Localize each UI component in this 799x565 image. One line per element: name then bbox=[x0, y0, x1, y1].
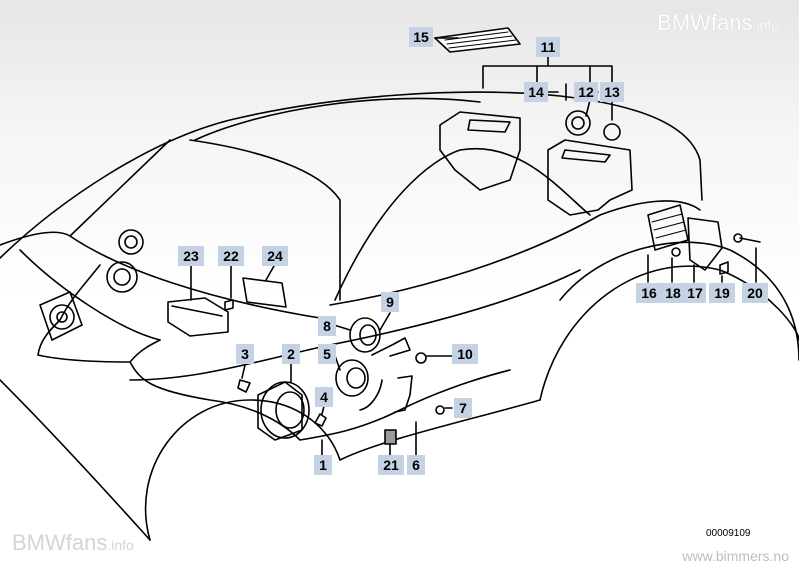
callout-11[interactable]: 11 bbox=[536, 37, 560, 57]
callout-19[interactable]: 19 bbox=[709, 283, 735, 303]
cover-plate bbox=[242, 277, 287, 308]
car-side-panel bbox=[129, 269, 581, 381]
speaker-box-left bbox=[439, 111, 521, 191]
site-url[interactable]: www.bimmers.no bbox=[682, 548, 789, 564]
callout-4[interactable]: 4 bbox=[315, 387, 333, 407]
callout-20[interactable]: 20 bbox=[742, 283, 768, 303]
car-rear-fender bbox=[559, 241, 799, 361]
car-roof-line bbox=[194, 97, 481, 141]
mounting-bracket bbox=[687, 217, 723, 271]
callout-18[interactable]: 18 bbox=[661, 283, 685, 303]
car-dash-line bbox=[19, 249, 161, 341]
watermark-top: BMWfans.info bbox=[657, 10, 779, 35]
diagram-number: 00009109 bbox=[706, 528, 751, 539]
callout-24[interactable]: 24 bbox=[262, 246, 288, 266]
car-lower-line bbox=[329, 200, 701, 306]
car-windshield-top bbox=[189, 139, 341, 301]
callout-14[interactable]: 14 bbox=[524, 82, 548, 102]
speaker-box-right bbox=[547, 139, 633, 216]
car-front-wheel-arch bbox=[144, 399, 541, 541]
car-a-pillar bbox=[69, 235, 321, 319]
callout-2[interactable]: 2 bbox=[282, 344, 300, 364]
callout-7[interactable]: 7 bbox=[454, 398, 472, 418]
callout-22[interactable]: 22 bbox=[218, 246, 244, 266]
callout-5[interactable]: 5 bbox=[318, 344, 336, 364]
front-tweeter-lower bbox=[106, 261, 138, 293]
amplifier-unit bbox=[167, 297, 229, 337]
callout-12[interactable]: 12 bbox=[574, 82, 598, 102]
wiring-harness bbox=[37, 264, 511, 441]
callout-8[interactable]: 8 bbox=[318, 316, 336, 336]
callout-6[interactable]: 6 bbox=[407, 455, 425, 475]
callout-13[interactable]: 13 bbox=[600, 82, 624, 102]
callout-10[interactable]: 10 bbox=[452, 344, 478, 364]
front-tweeter-upper bbox=[118, 229, 144, 255]
callout-9[interactable]: 9 bbox=[381, 292, 399, 312]
car-windshield-edge bbox=[0, 139, 171, 246]
callout-16[interactable]: 16 bbox=[636, 283, 662, 303]
car-roof-outline bbox=[0, 91, 703, 259]
car-rear-wheel-arch bbox=[539, 265, 799, 401]
callout-21[interactable]: 21 bbox=[378, 455, 404, 475]
door-speaker-left bbox=[39, 291, 83, 341]
callout-3[interactable]: 3 bbox=[236, 344, 254, 364]
callout-17[interactable]: 17 bbox=[684, 283, 706, 303]
callout-15[interactable]: 15 bbox=[409, 27, 433, 47]
callout-23[interactable]: 23 bbox=[178, 246, 204, 266]
callout-1[interactable]: 1 bbox=[314, 455, 332, 475]
car-front-edge bbox=[0, 379, 151, 541]
watermark-bottom: BMWfans.info bbox=[12, 530, 134, 555]
rear-amplifier bbox=[647, 204, 689, 251]
car-rear-window bbox=[334, 147, 591, 301]
